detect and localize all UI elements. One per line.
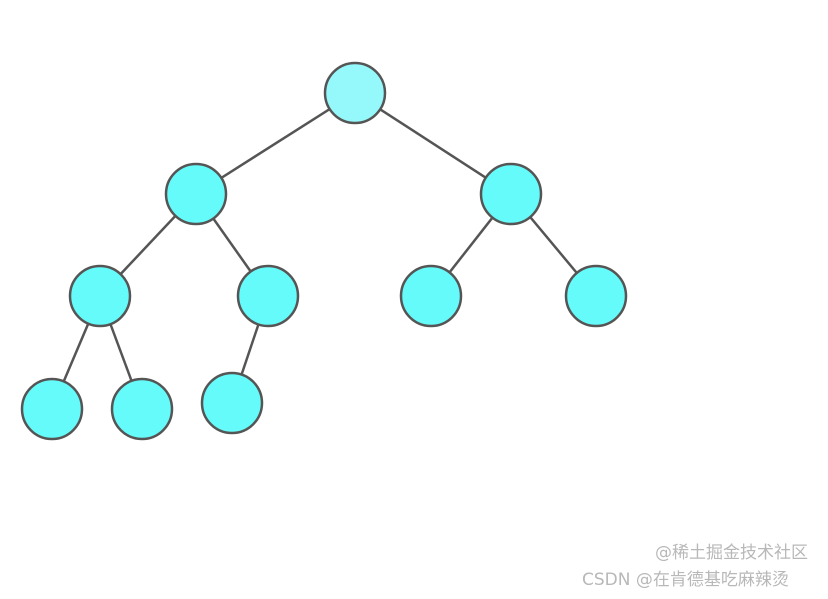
edge-n1-n2	[195, 91, 356, 196]
watermark-juejin: @稀土掘金技术社区	[655, 543, 808, 563]
tree-node	[20, 377, 84, 441]
tree-node	[479, 162, 543, 226]
tree-node	[236, 264, 300, 328]
tree-node	[399, 264, 463, 328]
tree-node	[200, 371, 264, 435]
watermark-csdn: CSDN @在肯德基吃麻辣烫	[582, 570, 789, 590]
tree-node	[164, 162, 228, 226]
tree-node	[564, 264, 628, 328]
tree-node	[68, 264, 132, 328]
tree-root-node	[323, 61, 387, 125]
tree-node	[110, 377, 174, 441]
